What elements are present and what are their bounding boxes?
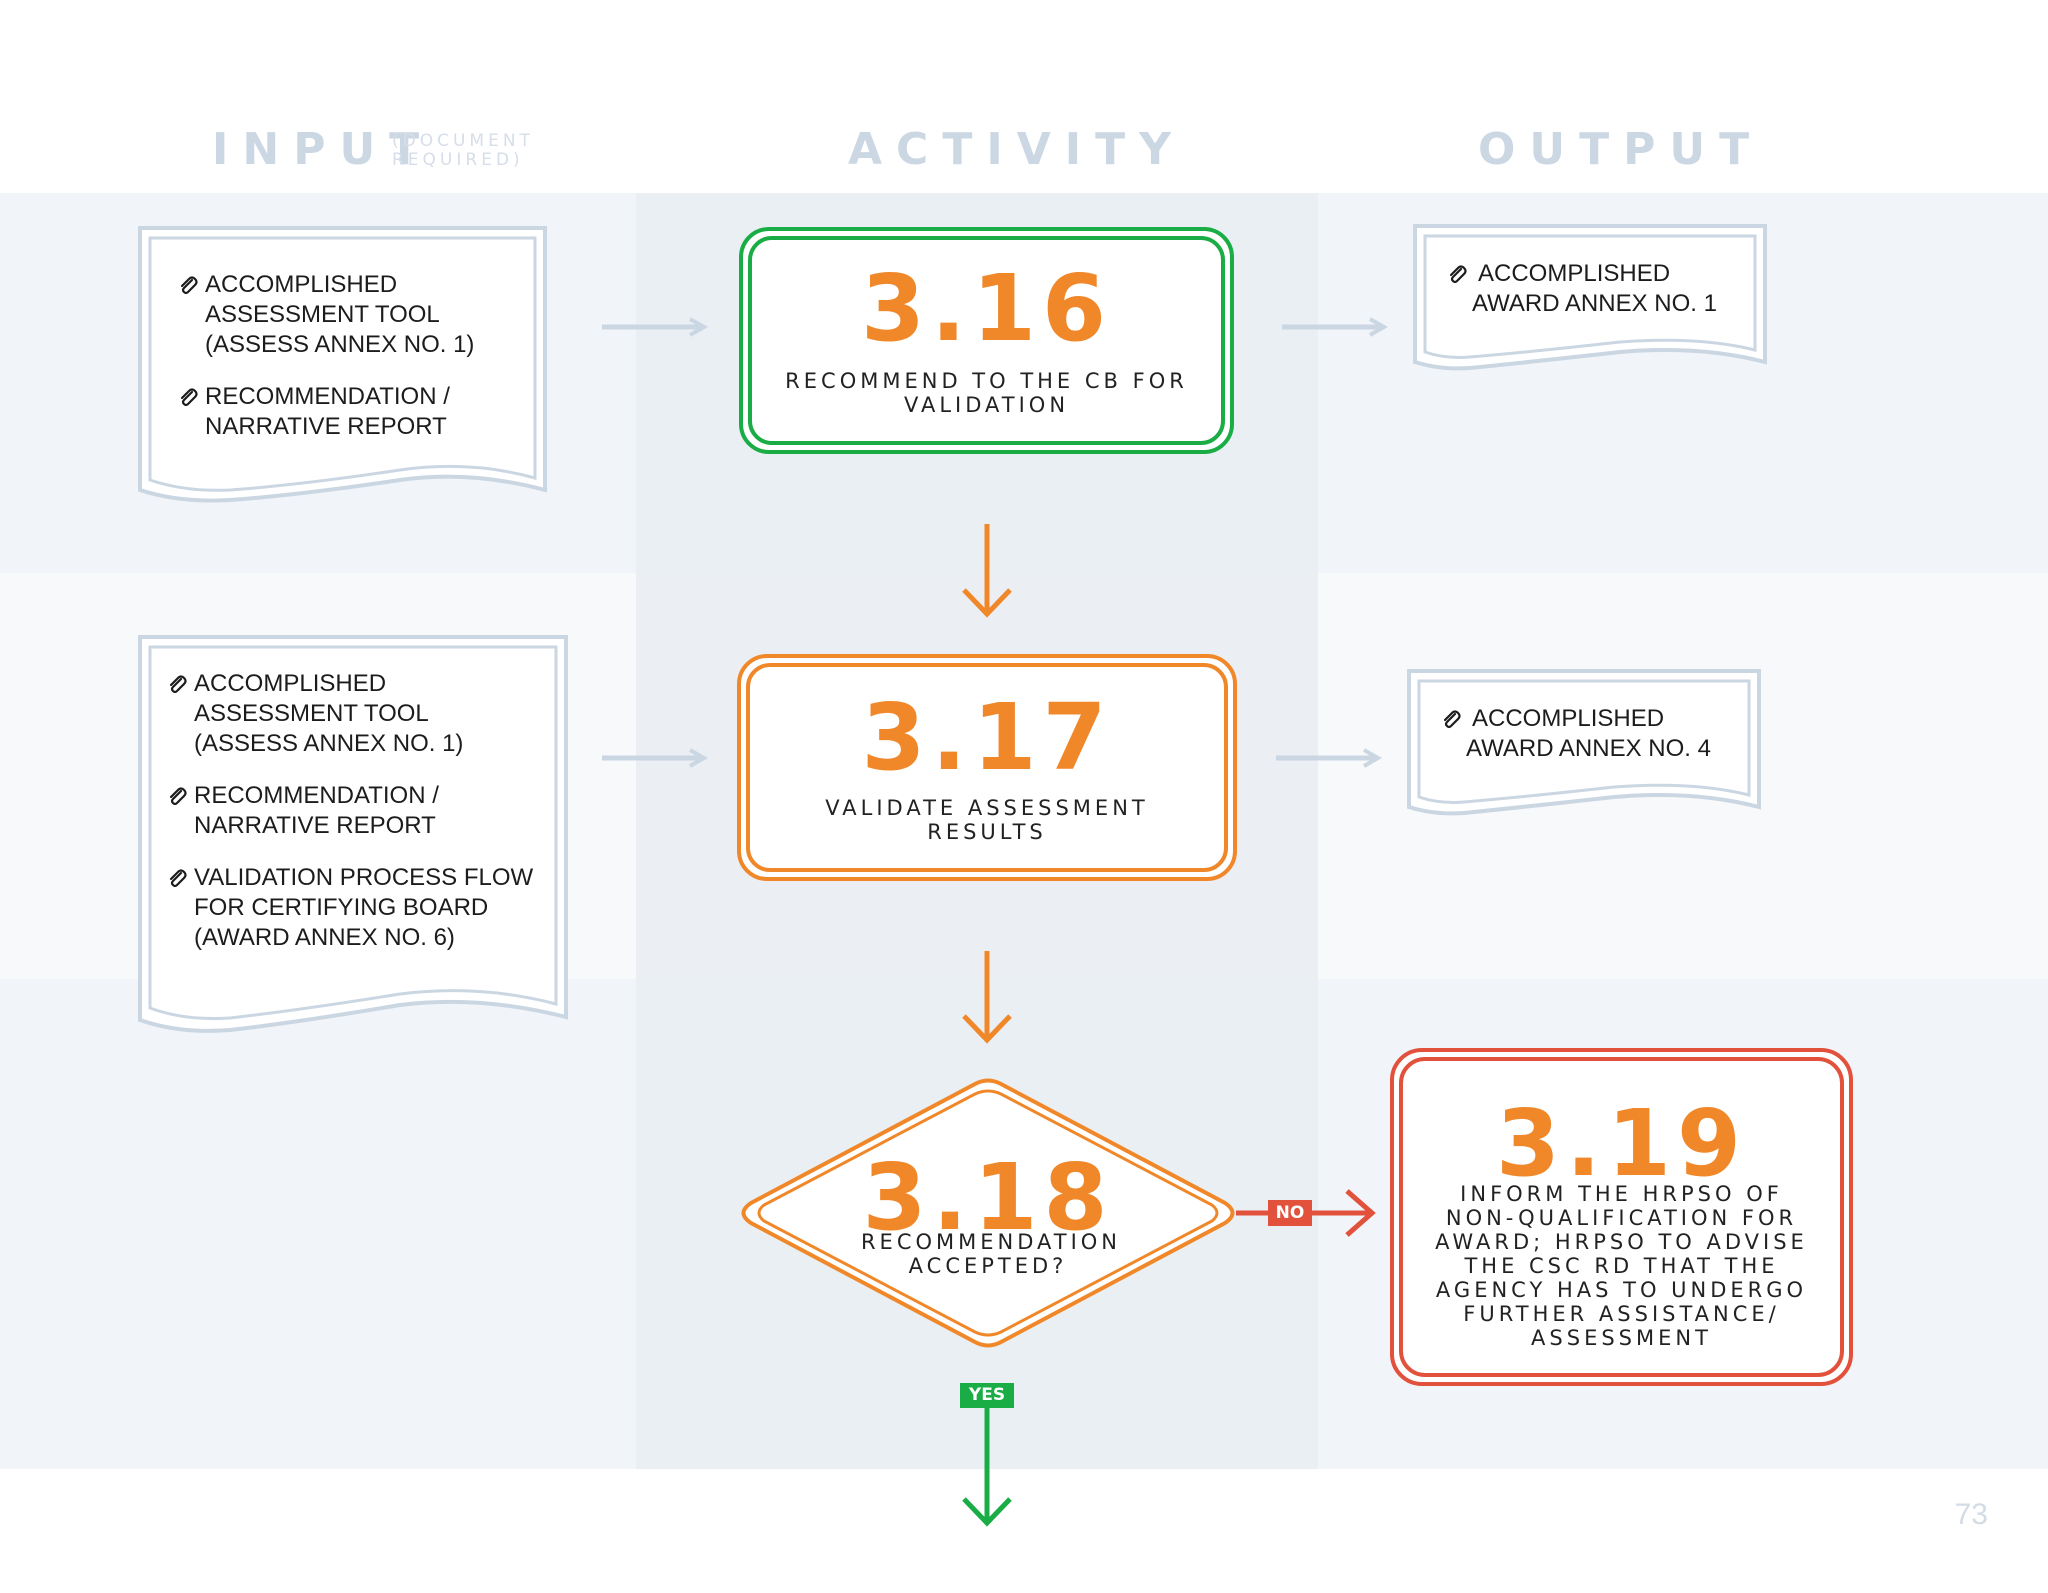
input-1-item-2: RECOMMENDATION / NARRATIVE REPORT [177, 382, 474, 442]
step-316-label-line-2: VALIDATION [903, 393, 1070, 417]
arrow-step-316-to-step-317 [962, 524, 1012, 618]
input-2-item-1: ACCOMPLISHED ASSESSMENT TOOL (ASSESS ANN… [166, 669, 533, 759]
step-319-label-line-3: AWARD; HRPSO TO ADVISE [1435, 1230, 1808, 1254]
no-tag-bg [1268, 1200, 1312, 1226]
step-318-number: 3.18 [862, 1144, 1114, 1251]
yes-tag: YES [968, 1385, 1006, 1405]
input-2-item-2-line-2: NARRATIVE REPORT [194, 812, 436, 839]
step-316-label-line-1: RECOMMEND TO THE CB FOR [785, 369, 1188, 393]
step-317-label-line-1: VALIDATE ASSESSMENT [825, 796, 1149, 820]
input-1-item-1-line-3: (ASSESS ANNEX NO. 1) [205, 331, 475, 358]
output-document-2-content: ACCOMPLISHED AWARD ANNEX NO. 4 [1440, 704, 1711, 786]
step-317-number: 3.17 [861, 684, 1113, 791]
input-2-item-1-line-3: (ASSESS ANNEX NO. 1) [194, 730, 464, 757]
step-318-label-line-2: ACCEPTED? [908, 1254, 1068, 1278]
input-2-item-1-line-2: ASSESSMENT TOOL [194, 700, 429, 727]
input-document-1 [138, 226, 547, 503]
step-319-box [1390, 1048, 1853, 1386]
output-document-1 [1413, 224, 1767, 371]
step-319-number: 3.19 [1496, 1090, 1747, 1197]
arrow-no [1236, 1189, 1376, 1237]
step-318: 3.18 RECOMMENDATION ACCEPTED? [740, 1080, 1236, 1350]
input-2-item-1-line-1: ACCOMPLISHED [194, 670, 387, 697]
header-input-sub-1: (DOCUMENT [392, 131, 534, 151]
step-319-label-line-5: AGENCY HAS TO UNDERGO [1435, 1278, 1808, 1302]
output-document-1-content: ACCOMPLISHED AWARD ANNEX NO. 1 [1446, 259, 1717, 341]
input-document-1-content: ACCOMPLISHED ASSESSMENT TOOL (ASSESS ANN… [177, 270, 474, 464]
paperclip-icon [1449, 265, 1467, 284]
input-2-item-2-line-1: RECOMMENDATION / [194, 782, 439, 809]
step-316: 3.16 RECOMMEND TO THE CB FOR VALIDATION [741, 229, 1232, 452]
input-document-2-content: ACCOMPLISHED ASSESSMENT TOOL (ASSESS ANN… [166, 669, 533, 975]
step-317-box [737, 654, 1237, 881]
output-1-line-1: ACCOMPLISHED [1478, 260, 1671, 287]
paperclip-icon [169, 675, 187, 694]
step-319-label-line-7: ASSESSMENT [1531, 1326, 1712, 1350]
input-2-item-3-line-2: FOR CERTIFYING BOARD [194, 894, 489, 921]
paperclip-icon [169, 787, 187, 806]
input-1-item-2-line-1: RECOMMENDATION / [205, 383, 450, 410]
paperclip-icon [169, 869, 187, 888]
step-317-label-line-2: RESULTS [927, 820, 1047, 844]
step-319-label-line-4: THE CSC RD THAT THE [1464, 1254, 1779, 1278]
step-316-number: 3.16 [861, 255, 1112, 362]
input-1-item-1: ACCOMPLISHED ASSESSMENT TOOL (ASSESS ANN… [177, 270, 474, 360]
step-319: 3.19 INFORM THE HRPSO OF NON-QUALIFICATI… [1392, 1050, 1851, 1384]
output-2-line-2: AWARD ANNEX NO. 4 [1466, 735, 1711, 762]
step-319-label-line-6: FURTHER ASSISTANCE/ [1463, 1302, 1780, 1326]
output-document-2 [1407, 669, 1761, 816]
step-319-label-line-1: INFORM THE HRPSO OF [1460, 1182, 1783, 1206]
step-318-diamond [741, 1078, 1235, 1348]
input-2-item-3: VALIDATION PROCESS FLOW FOR CERTIFYING B… [166, 863, 533, 953]
header-output: OUTPUT [1478, 124, 1764, 175]
header-activity: ACTIVITY [848, 124, 1186, 175]
step-319-label-line-2: NON-QUALIFICATION FOR [1445, 1206, 1798, 1230]
paperclip-icon [180, 388, 198, 407]
input-2-item-2: RECOMMENDATION / NARRATIVE REPORT [166, 781, 533, 841]
step-317: 3.17 VALIDATE ASSESSMENT RESULTS [739, 656, 1235, 879]
output-1-line-2: AWARD ANNEX NO. 1 [1472, 290, 1717, 317]
step-318-label-line-1: RECOMMENDATION [860, 1230, 1122, 1254]
page-number: 73 [1954, 1498, 1988, 1531]
input-1-item-1-line-2: ASSESSMENT TOOL [205, 301, 440, 328]
output-2-item: ACCOMPLISHED AWARD ANNEX NO. 4 [1440, 704, 1711, 764]
step-316-box [739, 227, 1234, 454]
header-input-sub-2: REQUIRED) [392, 150, 524, 170]
output-2-line-1: ACCOMPLISHED [1472, 705, 1665, 732]
yes-tag-bg [960, 1383, 1014, 1408]
output-1-item: ACCOMPLISHED AWARD ANNEX NO. 1 [1446, 259, 1717, 319]
no-tag: NO [1275, 1203, 1305, 1223]
input-1-item-2-line-2: NARRATIVE REPORT [205, 413, 447, 440]
input-2-item-3-line-1: VALIDATION PROCESS FLOW [194, 864, 534, 891]
input-document-2 [138, 635, 568, 1033]
arrow-yes [960, 1383, 1014, 1527]
header-input: INPUT [212, 124, 434, 175]
input-2-item-3-line-3: (AWARD ANNEX NO. 6) [194, 924, 455, 951]
paperclip-icon [180, 276, 198, 295]
arrow-step-317-to-step-318 [962, 951, 1012, 1044]
paperclip-icon [1443, 710, 1461, 729]
input-1-item-1-line-1: ACCOMPLISHED [205, 271, 398, 298]
